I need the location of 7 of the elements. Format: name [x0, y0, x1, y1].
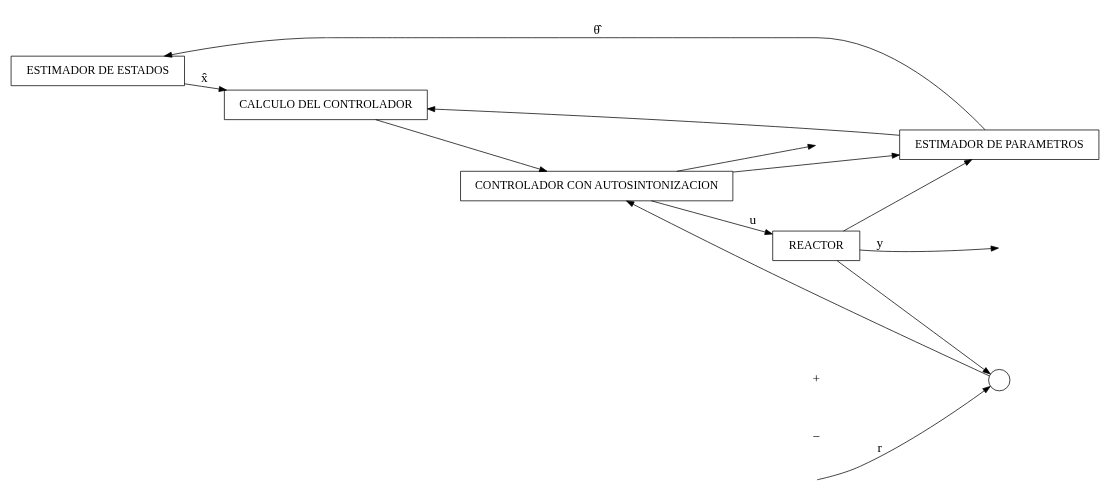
- edge-label: y: [876, 234, 884, 250]
- label: +: [812, 371, 820, 387]
- edge-label: r: [877, 440, 882, 456]
- edge-label: θ̂: [593, 21, 600, 37]
- edge-label: x̂: [201, 70, 208, 86]
- label: −: [812, 428, 820, 444]
- edge-label: u: [749, 211, 757, 227]
